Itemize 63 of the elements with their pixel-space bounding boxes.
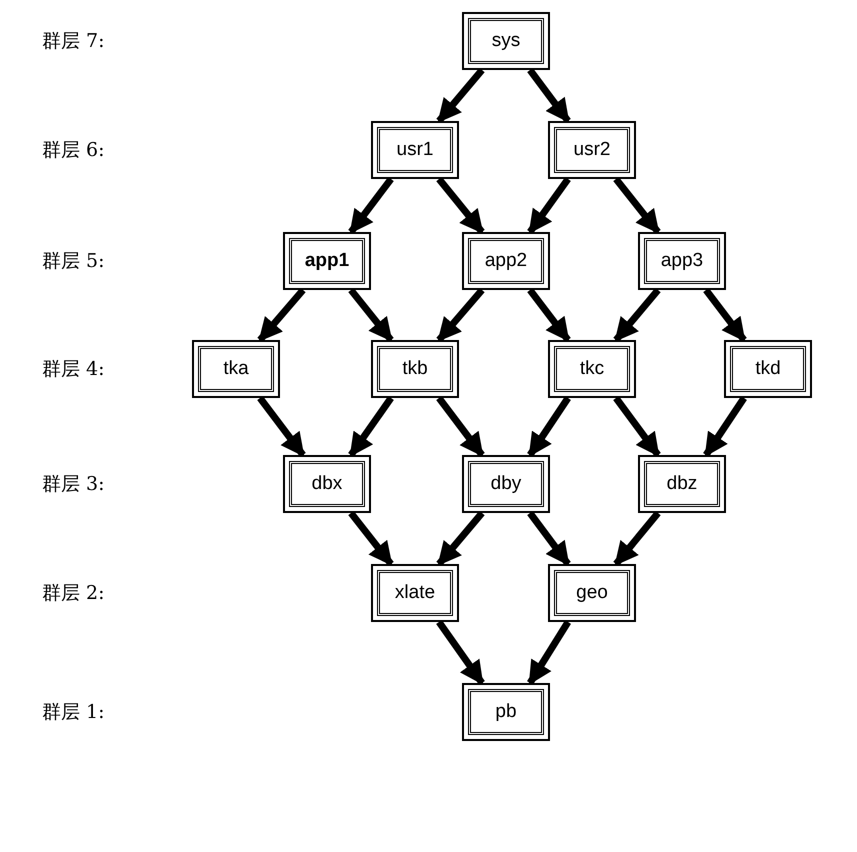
arrow — [527, 68, 571, 124]
process-box — [462, 683, 550, 741]
arrow — [348, 176, 394, 234]
node-label: sys — [492, 30, 520, 52]
layer-label: 群层 2: — [42, 581, 105, 606]
process-box — [724, 340, 812, 398]
layer-label: 群层 6: — [42, 138, 105, 163]
arrow — [257, 396, 306, 458]
arrow — [613, 396, 661, 458]
arrow — [527, 396, 571, 457]
process-box — [371, 121, 459, 179]
process-box — [192, 340, 280, 398]
process-box — [548, 340, 636, 398]
node-label: tka — [223, 358, 249, 380]
layer-label: 群层 1: — [42, 700, 105, 725]
arrow — [348, 288, 394, 342]
node-label: dby — [490, 473, 522, 495]
node-label: usr1 — [396, 139, 434, 161]
process-box — [462, 455, 550, 513]
layer-label: 群层 7: — [42, 29, 105, 54]
arrow — [613, 288, 661, 342]
node-label: app1 — [304, 250, 350, 272]
arrow — [436, 176, 485, 234]
layer-label: 群层 3: — [42, 472, 105, 497]
layer-label: 群层 4: — [42, 357, 105, 382]
arrow — [436, 620, 485, 686]
arrow — [257, 288, 306, 342]
arrow — [527, 510, 571, 566]
process-box — [548, 121, 636, 179]
process-box — [462, 12, 550, 70]
node-label: dbx — [312, 473, 342, 495]
arrow — [436, 510, 485, 566]
node-label: app3 — [660, 250, 704, 272]
node-label: usr2 — [574, 139, 610, 161]
node-label: xlate — [394, 582, 436, 604]
arrow — [436, 68, 485, 124]
process-box — [638, 455, 726, 513]
arrow — [703, 396, 747, 457]
node-label: dbz — [666, 473, 698, 495]
node-label: tkd — [755, 358, 781, 380]
arrow — [436, 396, 485, 458]
arrow — [527, 620, 571, 686]
process-box — [283, 455, 371, 513]
arrow — [703, 288, 747, 342]
arrow — [348, 510, 394, 566]
node-label: tkb — [402, 358, 428, 380]
arrow — [348, 396, 394, 457]
process-box — [638, 232, 726, 290]
process-box — [462, 232, 550, 290]
arrow — [613, 176, 661, 234]
node-label: app2 — [484, 250, 528, 272]
arrow — [436, 288, 485, 342]
process-box — [371, 564, 459, 622]
arrow — [527, 176, 571, 234]
arrow — [527, 288, 571, 342]
layer-label: 群层 5: — [42, 249, 105, 274]
node-label: tkc — [580, 358, 604, 380]
process-box — [371, 340, 459, 398]
node-label: geo — [576, 582, 608, 604]
node-label: pb — [495, 701, 517, 723]
process-box — [283, 232, 371, 290]
arrow — [613, 510, 661, 566]
process-box — [548, 564, 636, 622]
